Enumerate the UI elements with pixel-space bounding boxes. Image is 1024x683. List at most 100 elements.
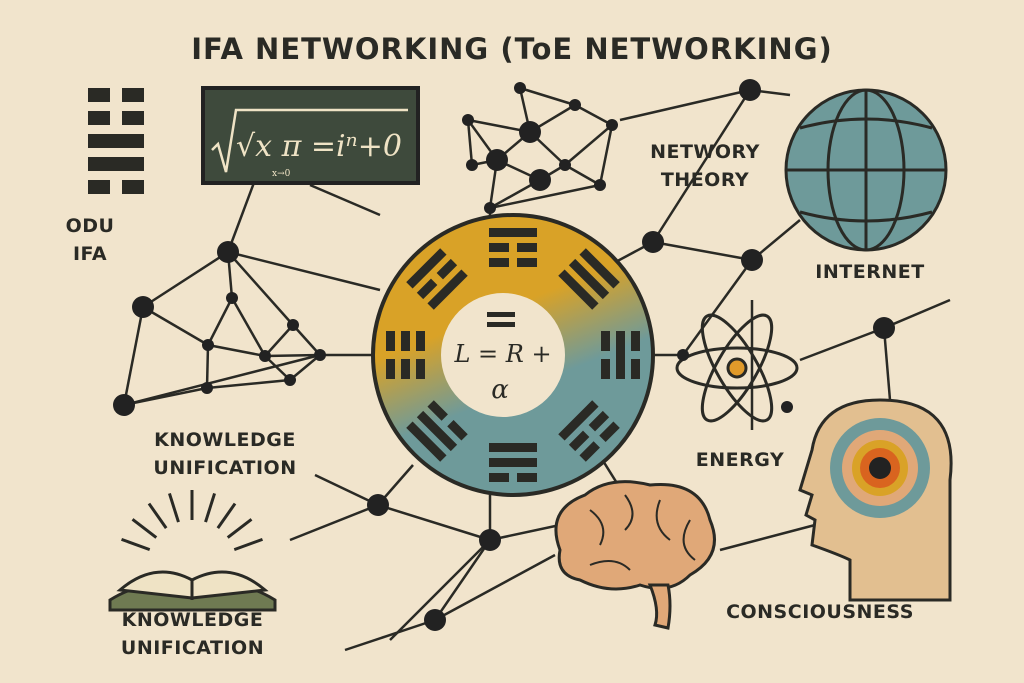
network-edge — [207, 343, 266, 358]
network-node — [519, 121, 541, 143]
network-node — [479, 529, 501, 551]
network-node — [873, 317, 895, 339]
trigram-line — [386, 331, 395, 351]
trigram-icon — [406, 248, 468, 310]
network-edge — [206, 378, 291, 390]
network-edge — [123, 353, 321, 407]
trigram-line — [406, 421, 447, 462]
network-node — [741, 249, 763, 271]
network-edge — [206, 297, 234, 346]
light-ray — [216, 502, 237, 529]
label-line: ODU — [65, 215, 115, 237]
label-internet: INTERNET — [815, 261, 925, 283]
network-edge — [377, 503, 491, 542]
network-node — [529, 169, 551, 191]
trigram-line — [489, 443, 537, 452]
network-edge — [719, 523, 816, 552]
network-edge — [799, 326, 885, 362]
trigram-line — [579, 441, 600, 462]
label-line: KNOWLEDGE — [154, 429, 296, 451]
trigram-line — [401, 331, 410, 351]
network-edge — [314, 473, 379, 507]
trigram-line — [517, 473, 537, 482]
network-node — [642, 231, 664, 253]
network-edge — [564, 124, 613, 166]
trigram-line — [489, 228, 537, 237]
trigram-line — [517, 243, 537, 252]
trigram-icon — [406, 400, 468, 462]
network-node — [514, 82, 526, 94]
light-ray — [131, 518, 158, 539]
trigram-icon — [489, 228, 537, 267]
network-edge — [619, 88, 751, 122]
network-edge — [489, 523, 561, 542]
network-edge — [292, 324, 321, 356]
trigram-line — [558, 400, 599, 441]
network-edge — [289, 354, 321, 381]
network-edge — [264, 324, 294, 357]
trigram-line — [601, 359, 610, 379]
page-title: IFA NETWORKING (ToE NETWORKING) — [191, 32, 833, 66]
network-node — [201, 382, 213, 394]
light-ray — [233, 537, 263, 552]
network-node — [217, 241, 239, 263]
network-edge — [142, 305, 209, 347]
network-edge — [564, 163, 601, 187]
network-edge — [344, 618, 436, 652]
label-knowledge-unification: KNOWLEDGE UNIFICATION — [140, 426, 310, 482]
trigram-line — [427, 400, 448, 421]
trigram-line — [568, 430, 590, 452]
network-edge — [434, 553, 556, 622]
label-consciousness: CONSCIOUSNESS — [726, 601, 914, 623]
trigram-line — [631, 331, 640, 351]
network-node — [559, 159, 571, 171]
formula-chalkboard: √x π =iⁿ+0 x→0 — [201, 86, 420, 185]
network-edge — [651, 89, 752, 243]
light-ray — [226, 518, 253, 539]
globe-icon — [784, 88, 948, 252]
network-node — [484, 202, 496, 214]
trigram-line — [489, 473, 509, 482]
trigram-line — [416, 359, 425, 379]
network-node — [113, 394, 135, 416]
network-node — [259, 350, 271, 362]
network-edge — [681, 259, 754, 356]
trigram-icon — [601, 331, 640, 379]
open-book-icon — [108, 490, 277, 612]
trigram-line — [579, 248, 620, 289]
network-edges — [122, 86, 951, 652]
network-node — [132, 296, 154, 318]
trigram-line — [386, 359, 395, 379]
network-edge — [309, 183, 381, 217]
network-node — [284, 374, 296, 386]
label-line: KNOWLEDGE — [121, 609, 264, 631]
label-line: THEORY — [660, 169, 750, 191]
trigram-line — [416, 331, 425, 351]
odu-ifa-glyph-icon — [88, 88, 144, 194]
trigram-line — [599, 421, 620, 442]
light-ray — [168, 493, 180, 523]
trigram-line — [447, 420, 468, 441]
network-node — [202, 339, 214, 351]
label-line: UNIFICATION — [153, 457, 297, 479]
network-edge — [489, 183, 601, 210]
trigram-line — [631, 359, 640, 379]
network-node — [424, 609, 446, 631]
network-edge — [598, 124, 614, 186]
bagua-ring: L = R + α — [371, 213, 655, 497]
network-edge — [433, 539, 492, 621]
center-formula-line2: α — [491, 375, 509, 405]
trigram-icon — [558, 400, 620, 462]
trigram-line — [558, 269, 599, 310]
network-edge — [289, 503, 379, 542]
network-edge — [264, 353, 321, 358]
formula-main: √x π =iⁿ+0 — [236, 129, 402, 164]
network-node — [462, 114, 474, 126]
trigram-line — [489, 258, 509, 267]
network-edge — [122, 306, 145, 406]
trigram-line — [601, 331, 610, 351]
brain-icon — [554, 480, 716, 630]
trigram-line — [401, 359, 410, 379]
formula-subscript: x→0 — [272, 169, 291, 179]
network-edge — [226, 179, 257, 253]
